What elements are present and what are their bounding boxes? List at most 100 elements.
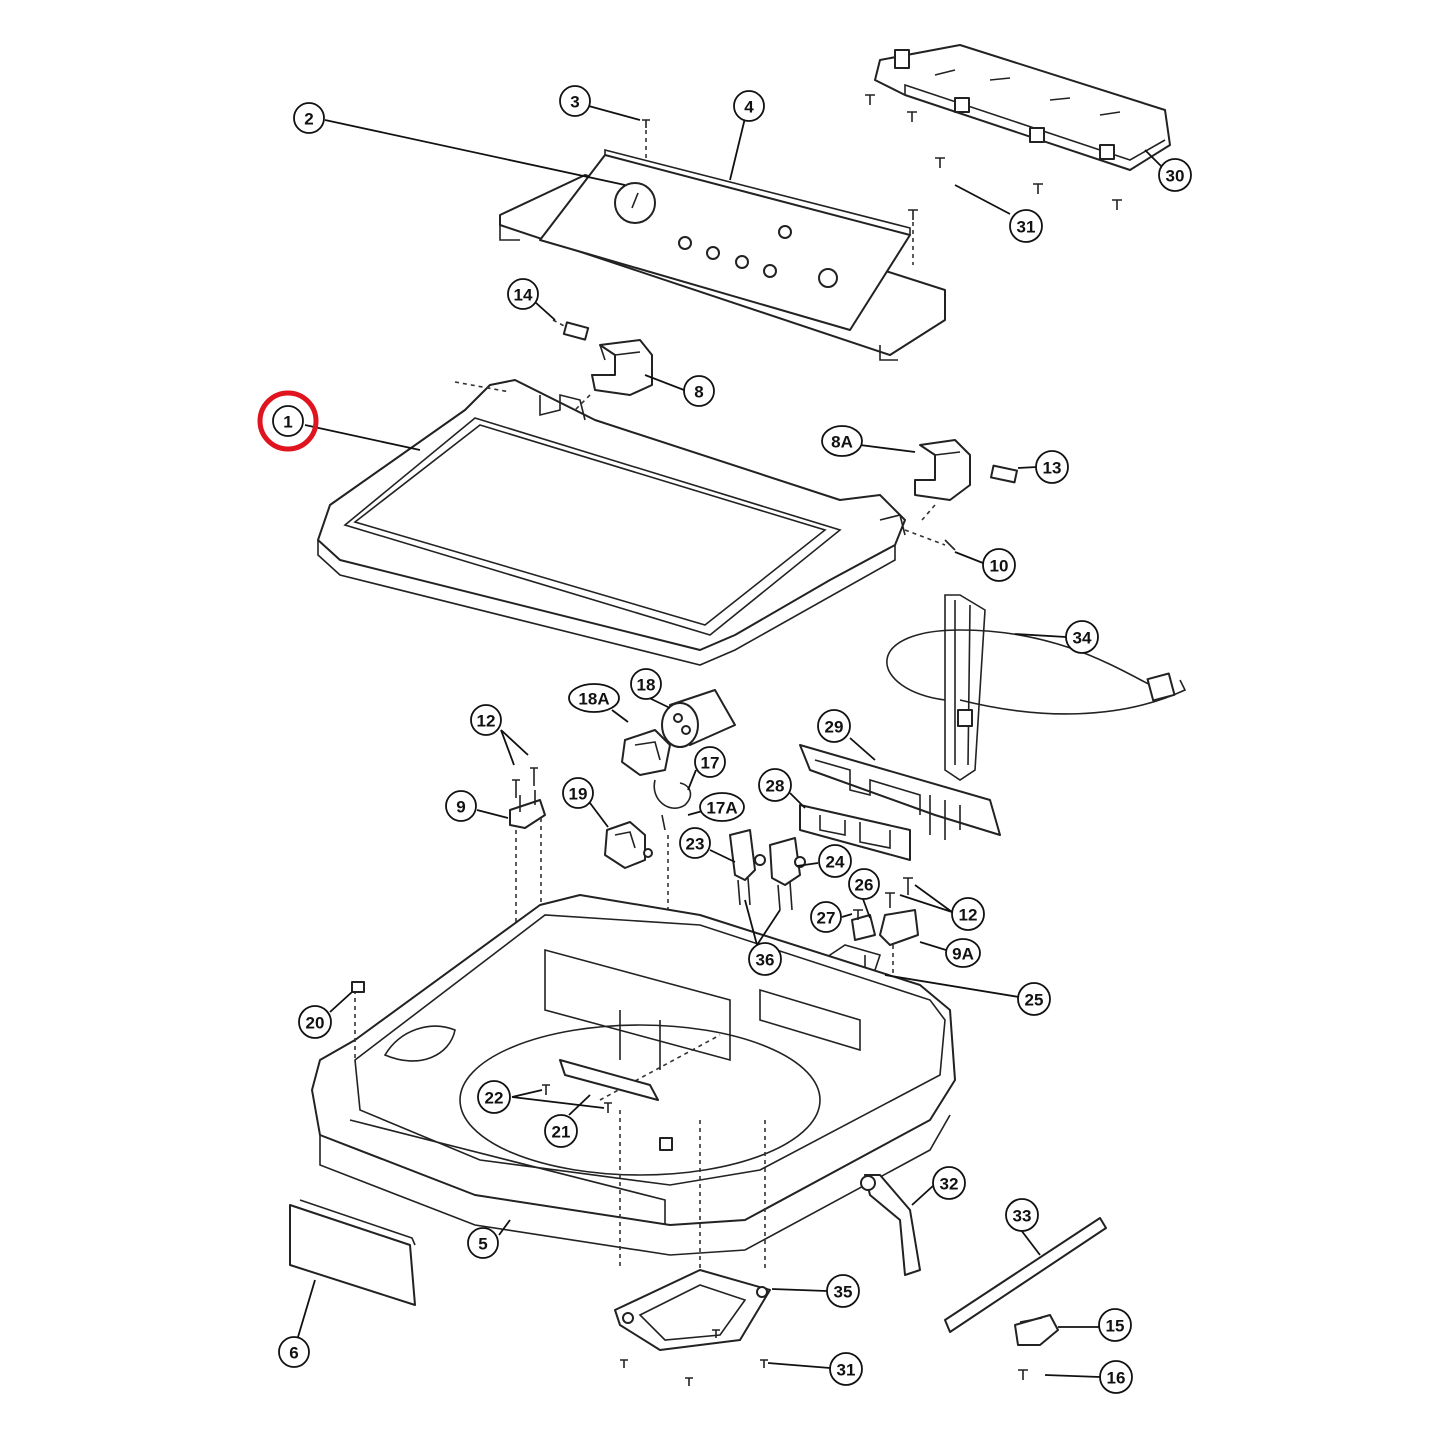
callout-circle [848,868,880,900]
callout-c3: 3 [559,85,591,117]
callout-c8: 8 [683,375,715,407]
callout-label: 25 [1025,991,1044,1010]
callout-circle [293,102,325,134]
screws-31-top [865,94,1122,265]
callout-circle [568,683,620,713]
callout-c29: 29 [817,709,851,743]
callout-label: 2 [304,110,313,129]
callout-label: 6 [289,1344,298,1363]
callout-c9: 9 [445,790,477,822]
part-5-cabinet-top [311,894,956,1270]
callout-circle [817,709,851,743]
callout-label: 5 [478,1235,487,1254]
part-8a-hinge [904,439,1018,551]
callout-label: 14 [514,286,533,305]
callout-circle [683,375,715,407]
callout-circle [829,1352,863,1386]
callout-circle [733,90,765,122]
callout-label: 28 [766,777,785,796]
callout-label: 13 [1043,459,1062,478]
part-19-pressure-switch [604,821,653,869]
callout-c9a: 9A [945,938,981,968]
callout-c18a: 18A [568,683,620,713]
callout-label: 12 [477,712,496,731]
callout-c1: 1 [272,405,304,437]
leader-lines [297,104,1164,1378]
callout-circle [630,668,662,700]
callout-circle [272,405,304,437]
callout-c8a: 8A [821,425,863,457]
callout-label: 16 [1107,1369,1126,1388]
callout-label: 35 [834,1283,853,1302]
callout-circle [445,790,477,822]
callout-label: 8A [831,433,853,452]
callout-label: 29 [825,718,844,737]
callout-label: 36 [756,951,775,970]
callout-label: 23 [686,835,705,854]
callout-circle [1009,209,1043,243]
callout-label: 19 [569,785,588,804]
callout-circle [982,548,1016,582]
callout-circle [1035,450,1069,484]
callout-label: 1 [283,413,292,432]
callout-label: 27 [817,909,836,928]
callout-c22: 22 [477,1080,511,1114]
callout-label: 26 [855,876,874,895]
callout-c32: 32 [932,1166,966,1200]
callout-circle [278,1336,310,1368]
callout-circle [694,746,726,778]
callout-circle [1005,1198,1039,1232]
callout-circle [470,704,502,736]
callout-circle [1098,1308,1132,1342]
callout-label: 31 [837,1361,856,1380]
part-9-lid-switch [509,767,546,930]
callout-c16: 16 [1099,1360,1133,1394]
callout-label: 34 [1073,629,1092,648]
callout-label: 18A [578,690,609,709]
part-28-bracket [799,804,911,861]
callout-c30: 30 [1158,158,1192,192]
callout-circle [699,792,745,822]
callout-c12a: 12 [470,704,502,736]
callout-label: 9A [952,945,974,964]
callout-label: 9 [456,798,465,817]
callout-label: 18 [637,676,656,695]
callout-circle [562,777,594,809]
part-16-screw [1018,1369,1028,1380]
callout-label: 20 [306,1014,325,1033]
callout-label: 33 [1013,1207,1032,1226]
callout-c6: 6 [278,1336,310,1368]
callout-circle [818,844,852,878]
part-18-capacitor [621,689,736,776]
callout-label: 17 [701,754,720,773]
callout-label: 3 [570,93,579,112]
part-6-front-panel [289,1199,416,1306]
callout-c12b: 12 [951,897,985,931]
callout-circle [748,942,782,976]
callout-circle [679,827,711,859]
callout-circle [477,1080,511,1114]
callout-label: 22 [485,1089,504,1108]
callout-c17a: 17A [699,792,745,822]
callout-c25: 25 [1017,982,1051,1016]
callout-circle [951,897,985,931]
callout-label: 24 [826,853,845,872]
callout-circle [559,85,591,117]
callout-circle [821,425,863,457]
callout-c4: 4 [733,90,765,122]
part-29-bracket [799,744,1001,840]
callout-c15: 15 [1098,1308,1132,1342]
callout-circle [758,768,792,802]
callout-c19: 19 [562,777,594,809]
callout-circle [826,1274,860,1308]
callout-c24: 24 [818,844,852,878]
callout-circle [810,901,842,933]
callout-c28: 28 [758,768,792,802]
part-32-lever [860,1174,921,1276]
part-34-wire-harness [886,594,1187,781]
callout-c26: 26 [848,868,880,900]
callout-c2: 2 [293,102,325,134]
callout-label: 32 [940,1175,959,1194]
